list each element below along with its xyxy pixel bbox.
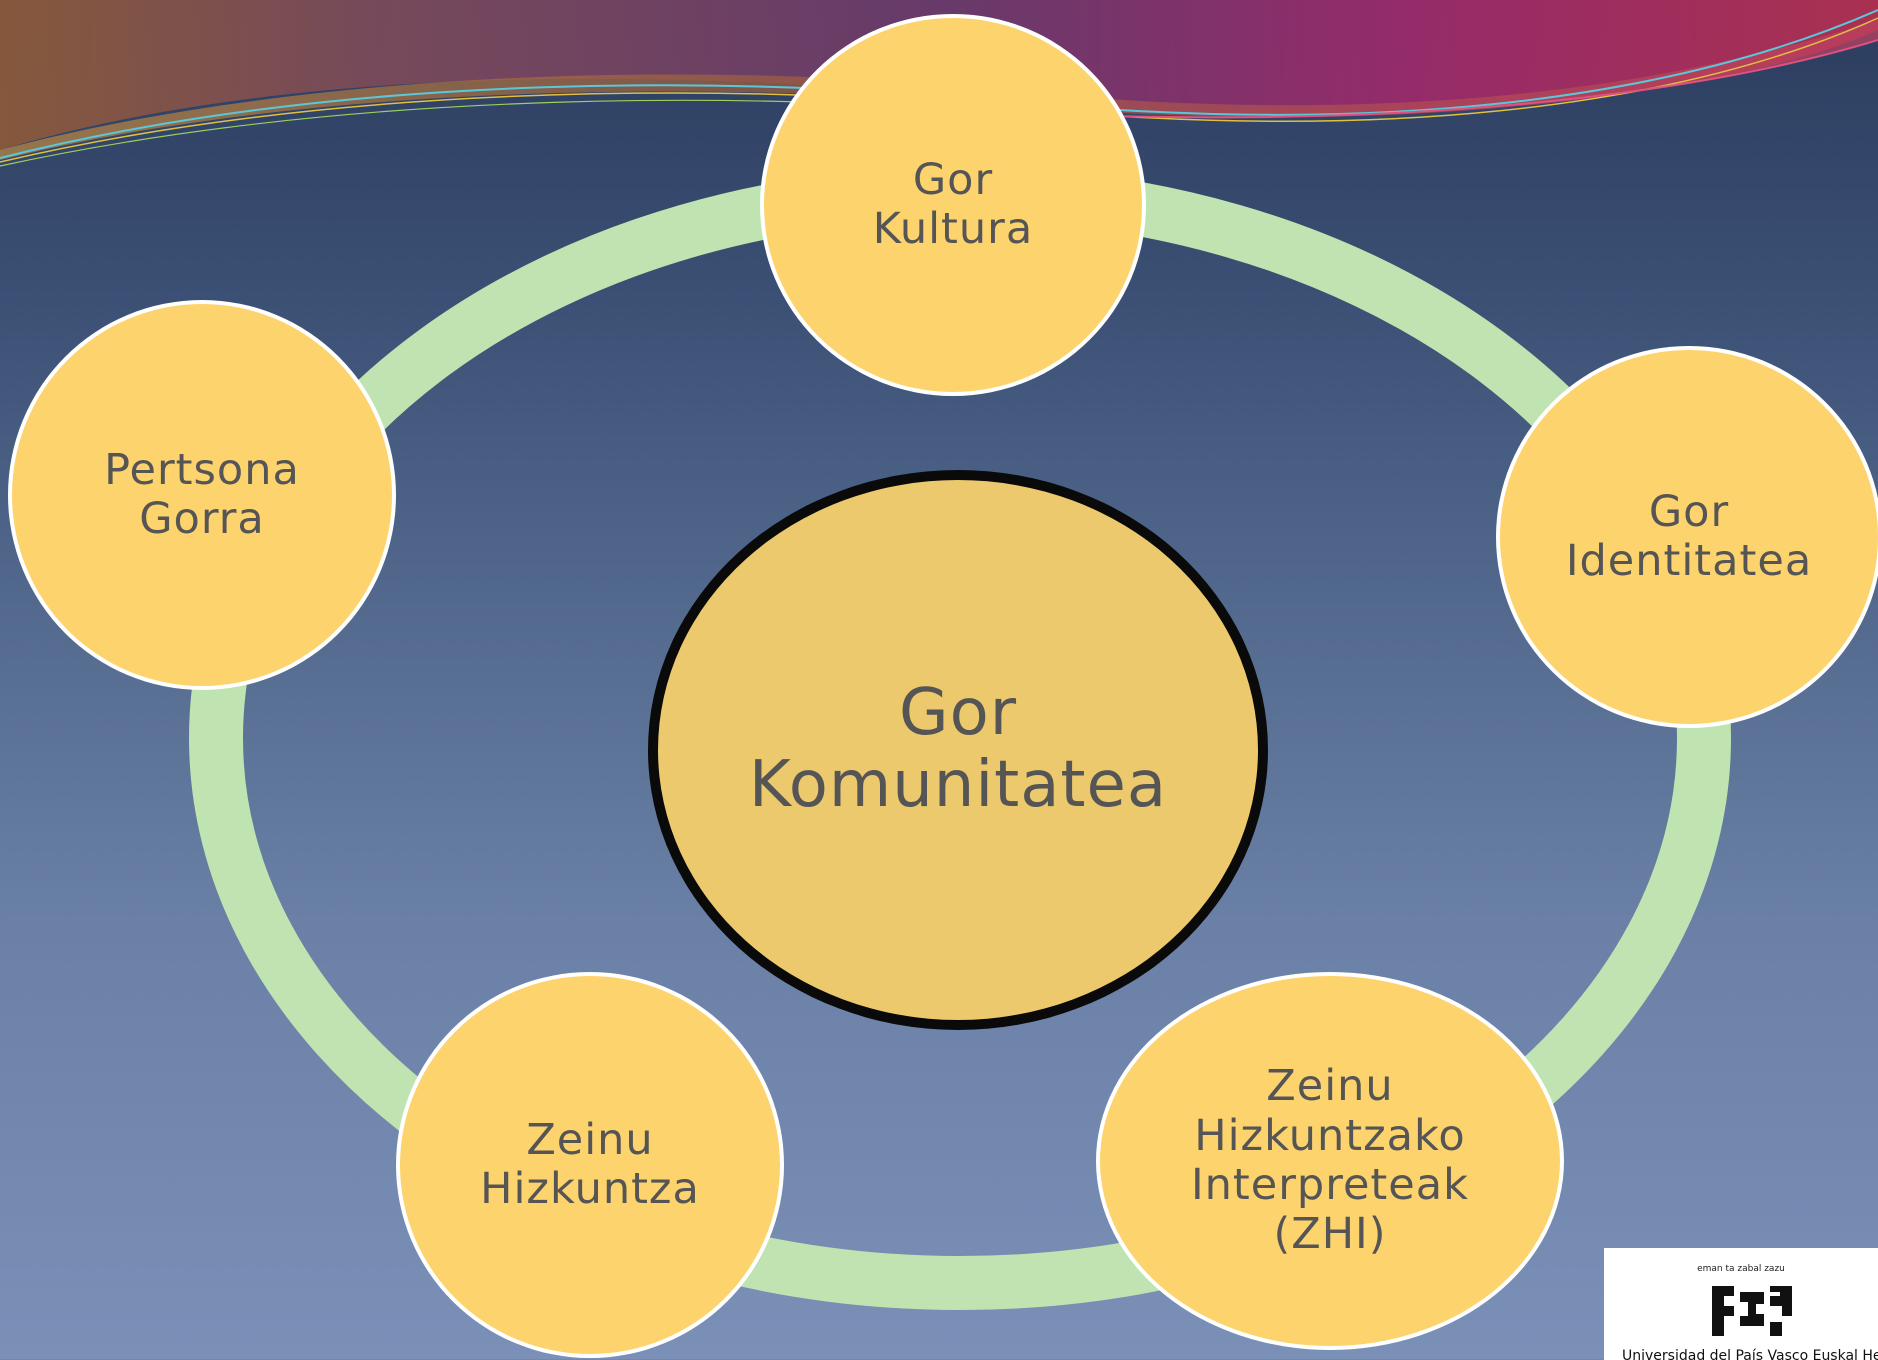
logo-mark-icon <box>1712 1286 1792 1336</box>
node-zhi: Zeinu Hizkuntzako Interpreteak (ZHI) <box>1096 972 1564 1350</box>
node-label: Pertsona Gorra <box>104 444 300 544</box>
node-label: Zeinu Hizkuntzako Interpreteak (ZHI) <box>1191 1061 1469 1260</box>
node-pertsona-gorra: Pertsona Gorra <box>8 300 396 690</box>
node-zeinu-hizkuntza: Zeinu Hizkuntza <box>396 972 784 1358</box>
university-logo: eman ta zabal zazu Universidad del País … <box>1604 1248 1878 1360</box>
center-label: Gor Komunitatea <box>748 676 1168 822</box>
node-gor-komunitatea: Gor Komunitatea <box>648 470 1268 1030</box>
node-label: Zeinu Hizkuntza <box>480 1114 700 1214</box>
node-label: Gor Kultura <box>872 154 1034 254</box>
node-label: Gor Identitatea <box>1565 486 1813 586</box>
node-gor-kultura: Gor Kultura <box>760 14 1146 396</box>
logo-text: Universidad del País Vasco Euskal Herrik… <box>1622 1348 1878 1360</box>
node-gor-identitatea: Gor Identitatea <box>1496 346 1878 728</box>
logo-motto: eman ta zabal zazu <box>1697 1264 1785 1274</box>
